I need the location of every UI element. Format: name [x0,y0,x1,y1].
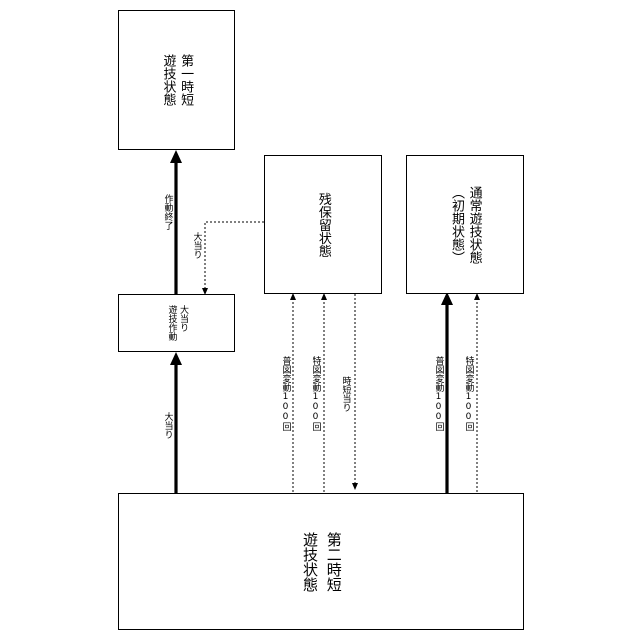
state-first-short-line2: 遊技状態 [161,54,175,106]
state-jackpot-active-line1: 大当り [178,305,187,341]
label-normal-spin-100: 普図変動100回 [280,356,289,431]
state-second-short-line1: 第二時短 [325,532,341,592]
state-remaining-hold-line1: 残保留状態 [316,192,330,257]
label-special-spin-100-b: 特図変動100回 [463,356,472,431]
arrowhead-normal-spin-100 [290,293,296,300]
arrowhead-jackpot-main [170,352,182,365]
label-jackpot-main: 大当り [162,412,171,439]
label-time-short-hit: 時短当り [340,376,349,412]
arrowhead-special-spin-100 [321,293,327,300]
state-second-short: 第二時短 遊技状態 [118,493,524,630]
state-first-short-line1: 第一時短 [179,54,193,106]
arrow-jackpot-dotted [205,222,264,292]
state-first-short: 第一時短 遊技状態 [118,10,235,150]
state-remaining-hold: 残保留状態 [264,155,382,294]
label-normal-spin-100-b: 普図変動100回 [433,356,442,431]
arrowhead-time-short-hit [352,483,358,490]
state-normal-line1: 通常遊技状態 [467,186,481,264]
label-operation-end: 作動終了 [162,194,171,230]
state-second-short-line2: 遊技状態 [301,532,317,592]
state-jackpot-active-line2: 遊技作動 [166,305,175,341]
arrowhead-operation-end [170,150,182,163]
state-jackpot-active: 大当り 遊技作動 [118,294,235,352]
arrowhead-special-spin-100-b [474,293,480,300]
state-normal: 通常遊技状態 （初期状態） [406,155,524,294]
label-special-spin-100: 特図変動100回 [310,356,319,431]
label-jackpot-dotted: 大当り [191,232,200,259]
state-normal-line2: （初期状態） [449,186,463,264]
